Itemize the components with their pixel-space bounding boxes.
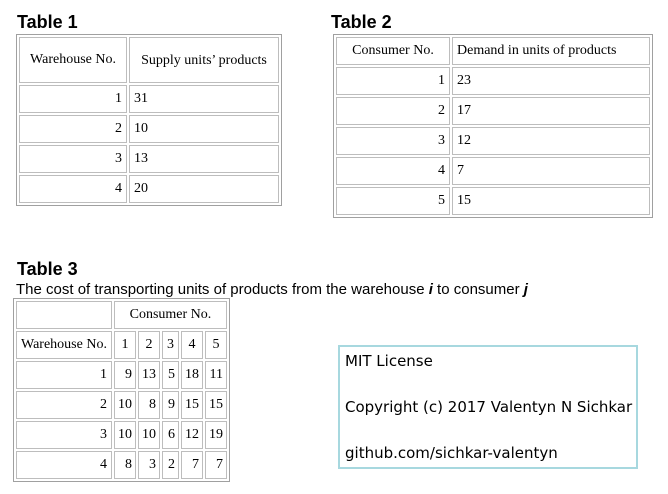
header-demand-units: Demand in units of products: [452, 37, 650, 65]
header-warehouse-no: Warehouse No.: [19, 37, 127, 83]
license-repo-link: github.com/sichkar-valentyn: [345, 444, 558, 462]
license-copyright: Copyright (c) 2017 Valentyn N Sichkar: [345, 398, 633, 416]
demand-cell: 17: [452, 97, 650, 125]
warehouse-cell: 2: [19, 115, 127, 143]
table-row: 3 10 10 6 12 19: [16, 421, 227, 449]
supply-cell: 13: [129, 145, 279, 173]
cost-cell: 7: [204, 451, 227, 479]
license-title: MIT License: [345, 352, 433, 370]
cost-cell: 15: [204, 391, 227, 419]
cost-cell: 9: [113, 361, 136, 389]
warehouse-cell: 4: [19, 175, 127, 203]
table-row: 3 12: [336, 127, 650, 155]
cost-cell: 18: [180, 361, 203, 389]
warehouse-cell: 3: [19, 145, 127, 173]
license-notice: MIT License Copyright (c) 2017 Valentyn …: [338, 345, 638, 469]
supply-cell: 31: [129, 85, 279, 113]
cost-cell: 13: [137, 361, 160, 389]
consumer-index-cell: 5: [204, 331, 227, 359]
demand-table: Consumer No. Demand in units of products…: [333, 34, 653, 218]
caption-text: The cost of transporting units of produc…: [16, 281, 429, 298]
warehouse-cell: 1: [16, 361, 112, 389]
consumer-index-cell: 2: [137, 331, 160, 359]
table-row: 1 23: [336, 67, 650, 95]
table-row: 2 17: [336, 97, 650, 125]
cost-cell: 10: [113, 391, 136, 419]
warehouse-cell: 2: [16, 391, 112, 419]
cost-cell: 3: [137, 451, 160, 479]
table-header-row: Warehouse No. 1 2 3 4 5: [16, 331, 227, 359]
cost-cell: 9: [161, 391, 179, 419]
cost-cell: 8: [113, 451, 136, 479]
caption-var-i: i: [428, 281, 433, 298]
table2-title: Table 2: [331, 12, 392, 32]
consumer-cell: 5: [336, 187, 450, 215]
cost-cell: 19: [204, 421, 227, 449]
table-row: 2 10 8 9 15 15: [16, 391, 227, 419]
demand-cell: 15: [452, 187, 650, 215]
table3-title: Table 3: [17, 259, 78, 279]
cost-cell: 7: [180, 451, 203, 479]
consumer-index-cell: 1: [113, 331, 136, 359]
supply-cell: 10: [129, 115, 279, 143]
demand-cell: 7: [452, 157, 650, 185]
table-row: 5 15: [336, 187, 650, 215]
cost-cell: 11: [204, 361, 227, 389]
cost-cell: 10: [113, 421, 136, 449]
cost-cell: 6: [161, 421, 179, 449]
header-consumer-no: Consumer No.: [336, 37, 450, 65]
cost-table: Consumer No. Warehouse No. 1 2 3 4 5 1 9…: [13, 298, 230, 482]
header-supply-units: Supply units’ products: [129, 37, 279, 83]
consumer-cell: 3: [336, 127, 450, 155]
consumer-index-cell: 4: [180, 331, 203, 359]
consumer-cell: 4: [336, 157, 450, 185]
table-row: 1 9 13 5 18 11: [16, 361, 227, 389]
table1-title: Table 1: [17, 12, 78, 32]
empty-header-cell: [16, 301, 112, 329]
cost-cell: 2: [161, 451, 179, 479]
cost-cell: 12: [180, 421, 203, 449]
demand-cell: 23: [452, 67, 650, 95]
consumer-cell: 1: [336, 67, 450, 95]
table-row: 4 7: [336, 157, 650, 185]
consumer-cell: 2: [336, 97, 450, 125]
table-row: 2 10: [19, 115, 279, 143]
table-header-row: Warehouse No. Supply units’ products: [19, 37, 279, 83]
caption-var-j: j: [523, 281, 528, 298]
warehouse-cell: 3: [16, 421, 112, 449]
table-row: 4 20: [19, 175, 279, 203]
table-row: 3 13: [19, 145, 279, 173]
cost-cell: 10: [137, 421, 160, 449]
caption-text: to consumer: [432, 281, 524, 298]
table-row: 4 8 3 2 7 7: [16, 451, 227, 479]
cost-cell: 8: [137, 391, 160, 419]
supply-cell: 20: [129, 175, 279, 203]
supply-table: Warehouse No. Supply units’ products 1 3…: [16, 34, 282, 206]
consumer-index-cell: 3: [161, 331, 179, 359]
header-consumer-group: Consumer No.: [113, 301, 227, 329]
table-header-row: Consumer No. Demand in units of products: [336, 37, 650, 65]
table-row: 1 31: [19, 85, 279, 113]
table-header-row: Consumer No.: [16, 301, 227, 329]
warehouse-cell: 4: [16, 451, 112, 479]
cost-cell: 5: [161, 361, 179, 389]
cost-cell: 15: [180, 391, 203, 419]
demand-cell: 12: [452, 127, 650, 155]
table3-caption: The cost of transporting units of produc…: [16, 281, 528, 299]
header-warehouse-no: Warehouse No.: [16, 331, 112, 359]
warehouse-cell: 1: [19, 85, 127, 113]
